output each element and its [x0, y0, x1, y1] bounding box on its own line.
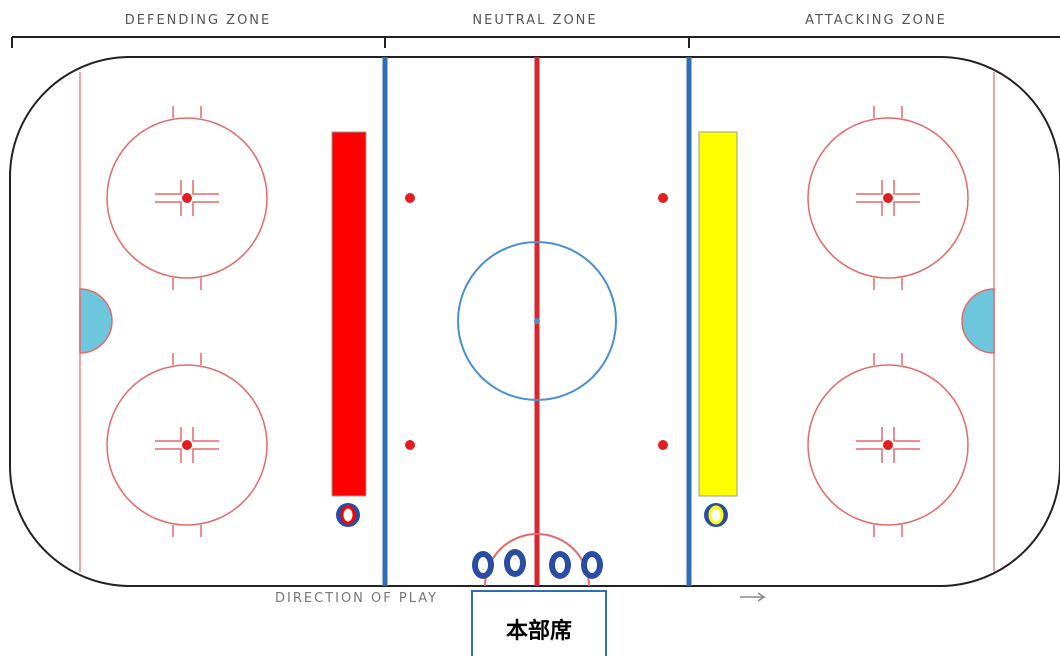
defending-zone-label: DEFENDING ZONE: [125, 13, 272, 28]
neutral-faceoff-dot: [405, 440, 415, 450]
center-faceoff-circle: [457, 241, 617, 401]
headquarters-label: 本部席: [506, 618, 572, 644]
neutral-faceoff-dot: [405, 193, 415, 203]
direction-arrow-icon: [740, 592, 767, 602]
center-faceoff-dot: [534, 318, 540, 324]
official-marker: [504, 549, 526, 577]
right-goal-crease: [961, 288, 995, 354]
neutral-faceoff-dot: [658, 440, 668, 450]
attacking-zone-label: ATTACKING ZONE: [805, 13, 947, 28]
neutral-zone-label: NEUTRAL ZONE: [472, 13, 597, 28]
left-goal-crease: [79, 288, 113, 354]
official-marker: [472, 551, 494, 579]
yellow-team-bench: [698, 131, 738, 497]
neutral-faceoff-dot: [658, 193, 668, 203]
red-bench-marker: [336, 503, 360, 527]
yellow-bench-marker: [704, 503, 728, 527]
red-team-bench: [331, 131, 367, 497]
direction-of-play-label: DIRECTION OF PLAY: [275, 591, 438, 606]
official-marker: [581, 551, 603, 579]
official-marker: [549, 551, 571, 579]
zone-bracket: [11, 36, 1060, 48]
headquarters-box: [471, 590, 607, 656]
